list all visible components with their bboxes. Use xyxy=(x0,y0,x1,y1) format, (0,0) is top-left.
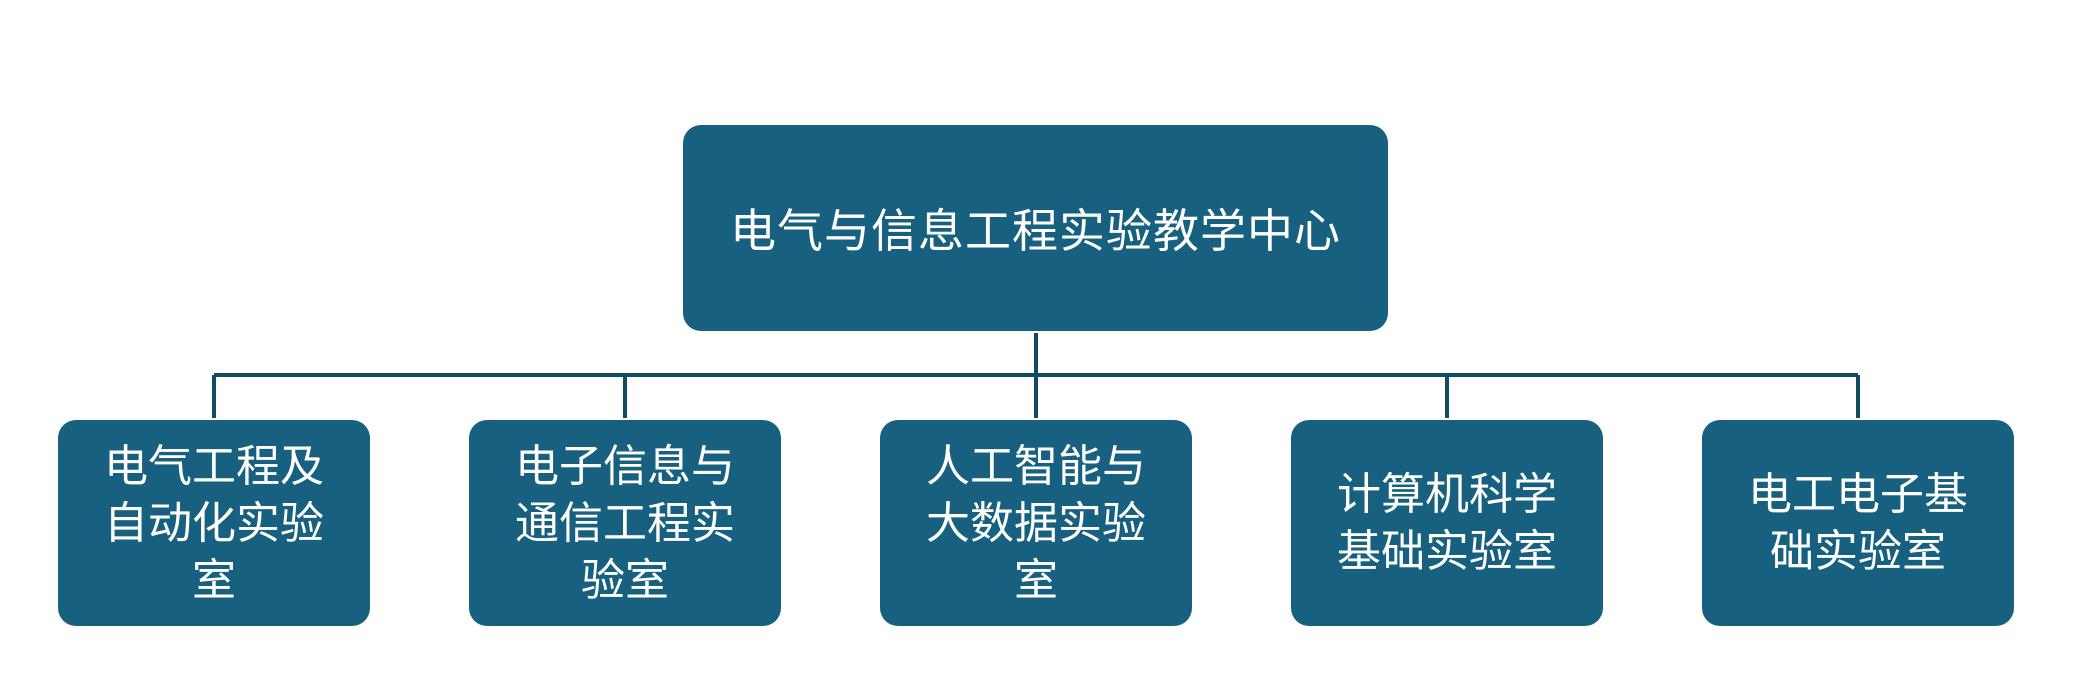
child-node-label: 电工电子基础实验室 xyxy=(1748,469,1968,577)
child-node-computer-science-lab: 计算机科学基础实验室 xyxy=(1291,420,1603,626)
child-node-electrical-automation-lab: 电气工程及自动化实验室 xyxy=(58,420,370,626)
child-node-electronic-communication-lab: 电子信息与通信工程实验室 xyxy=(469,420,781,626)
child-node-label: 人工智能与大数据实验室 xyxy=(926,440,1146,606)
child-node-electrotechnics-lab: 电工电子基础实验室 xyxy=(1702,420,2014,626)
root-node-label: 电气与信息工程实验教学中心 xyxy=(730,204,1341,258)
child-node-ai-bigdata-lab: 人工智能与大数据实验室 xyxy=(880,420,1192,626)
child-node-label: 计算机科学基础实验室 xyxy=(1337,469,1557,577)
child-node-label: 电子信息与通信工程实验室 xyxy=(515,440,735,606)
root-node: 电气与信息工程实验教学中心 xyxy=(683,125,1388,331)
child-node-label: 电气工程及自动化实验室 xyxy=(104,440,324,606)
